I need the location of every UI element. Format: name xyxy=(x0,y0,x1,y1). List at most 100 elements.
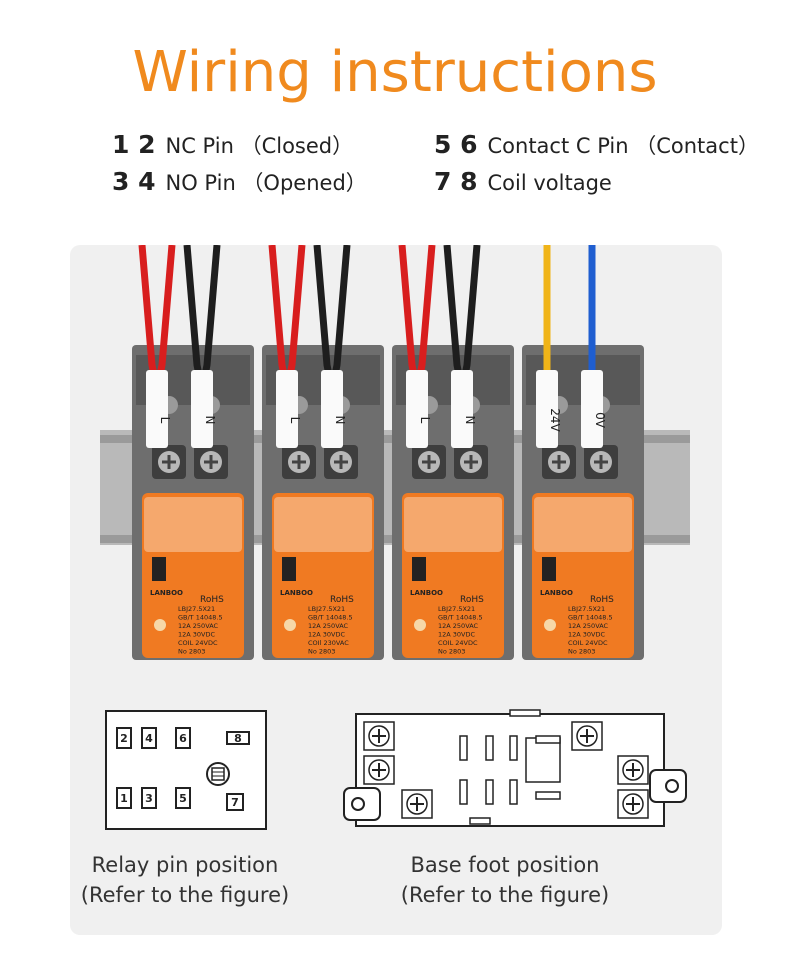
relay-spec-text: COIL 24VDC xyxy=(438,639,478,647)
relay-pin-number: 3 xyxy=(145,792,153,805)
wire-label: L xyxy=(288,417,302,424)
legend-nc-pin: 1 2 NC Pin （Closed） xyxy=(112,130,353,160)
relay-spec-text: 12A 250VAC xyxy=(568,622,609,630)
legend-label: NC Pin （Closed） xyxy=(165,134,354,158)
wire-label: N xyxy=(203,416,217,425)
relay-spec-text: COIL 24VDC xyxy=(568,639,608,647)
legend-pin-numbers: 1 2 xyxy=(112,130,156,159)
legend-label: Coil voltage xyxy=(487,171,612,195)
pin-slot xyxy=(535,791,561,800)
base-terminal xyxy=(363,721,395,751)
pin-slot xyxy=(485,779,494,805)
relay-spec-text: LBJ27.5X21 xyxy=(568,605,605,613)
relay-pin xyxy=(141,727,157,749)
relay-spec-text: GB/T 14048.5 xyxy=(308,614,353,622)
relay-spec-text: 12A 30VDC xyxy=(178,631,216,639)
relay-clear-cover xyxy=(144,497,242,552)
relay-spec-text: GB/T 14048.5 xyxy=(438,614,483,622)
relay-pin-caption: Relay pin position (Refer to the figure) xyxy=(70,850,300,910)
pin-slot xyxy=(509,779,518,805)
rohs-text: RoHS xyxy=(330,595,354,605)
wire-label: N xyxy=(463,416,477,425)
relay-spec-text: 12A 30VDC xyxy=(438,631,476,639)
brand-text: LANBOO xyxy=(410,589,443,597)
relay-spec-text: 12A 30VDC xyxy=(308,631,346,639)
wire-label: N xyxy=(333,416,347,425)
wire-pair xyxy=(536,245,603,448)
caption-line: (Refer to the figure) xyxy=(400,883,610,907)
mounting-tab-left xyxy=(343,787,381,821)
coil-symbol xyxy=(206,762,230,786)
wire-sleeve xyxy=(146,370,168,448)
relay-spec-text: 12A 250VAC xyxy=(308,622,349,630)
relay-spec-text: COIL 24VDC xyxy=(178,639,218,647)
relay-pin-number: 5 xyxy=(179,792,187,805)
relay-spec-text: LBJ27.5X21 xyxy=(178,605,215,613)
relay-pin-number: 1 xyxy=(120,792,128,805)
relay-spec-text: No 2803 xyxy=(438,648,465,656)
pin-slot xyxy=(459,735,468,761)
legend-pin-numbers: 3 4 xyxy=(112,167,156,196)
relay-clear-cover xyxy=(274,497,372,552)
wire-sleeve xyxy=(191,370,213,448)
relay-pin xyxy=(175,787,191,809)
base-foot-diagram xyxy=(343,709,687,827)
pin-slot xyxy=(459,779,468,805)
relay-spec-text: LBJ27.5X21 xyxy=(438,605,475,613)
brand-logo xyxy=(412,557,426,581)
wire-label: L xyxy=(418,417,432,424)
base-terminal xyxy=(617,789,649,819)
legend-label: NO Pin （Opened） xyxy=(165,171,367,195)
brand-text: LANBOO xyxy=(150,589,183,597)
relay-spec-text: COIl 230VAC xyxy=(308,639,349,647)
wire-sleeve xyxy=(536,370,558,448)
relay-spec-text: No 2803 xyxy=(178,648,205,656)
wire-sleeve xyxy=(451,370,473,448)
wire-pair xyxy=(398,245,481,448)
relay-pin-number: 8 xyxy=(234,732,242,745)
wire-label: L xyxy=(158,417,172,424)
mounting-tab-right xyxy=(649,769,687,803)
wire-label: 24V xyxy=(548,408,562,432)
rohs-text: RoHS xyxy=(200,595,224,605)
indicator-led xyxy=(544,619,556,631)
relay-spec-text: GB/T 14048.5 xyxy=(178,614,223,622)
relay-pin-number: 2 xyxy=(120,732,128,745)
relay-spec-text: No 2803 xyxy=(308,648,335,656)
pin-slot xyxy=(535,735,561,744)
base-foot-caption: Base foot position (Refer to the figure) xyxy=(380,850,630,910)
relay-pin xyxy=(175,727,191,749)
wire-pair xyxy=(138,245,221,448)
base-terminal xyxy=(363,755,395,785)
base-terminal xyxy=(571,721,603,751)
relay-spec-text: GB/T 14048.5 xyxy=(568,614,613,622)
relay-clear-cover xyxy=(404,497,502,552)
wire-sleeve xyxy=(321,370,343,448)
wire-pair xyxy=(268,245,351,448)
indicator-led xyxy=(154,619,166,631)
wire-label: 0V xyxy=(593,412,607,429)
wire-sleeve xyxy=(406,370,428,448)
relay-pin-number: 7 xyxy=(231,796,239,809)
relay-spec-text: 12A 30VDC xyxy=(568,631,606,639)
relay-pin xyxy=(226,731,250,745)
pin-slot xyxy=(485,735,494,761)
relay-pin xyxy=(116,727,132,749)
brand-text: LANBOO xyxy=(280,589,313,597)
caption-line: Relay pin position xyxy=(91,853,279,877)
legend-no-pin: 3 4 NO Pin （Opened） xyxy=(112,167,367,197)
caption-line: Base foot position xyxy=(410,853,600,877)
relay-spec-text: LBJ27.5X21 xyxy=(308,605,345,613)
relay-spec-text: No 2803 xyxy=(568,648,595,656)
pin-slot xyxy=(509,735,518,761)
rohs-text: RoHS xyxy=(460,595,484,605)
indicator-led xyxy=(284,619,296,631)
legend-label: Contact C Pin （Contact） xyxy=(487,134,759,158)
indicator-led xyxy=(414,619,426,631)
relay-pin-number: 4 xyxy=(145,732,153,745)
legend-pin-numbers: 7 8 xyxy=(434,167,478,196)
brand-text: LANBOO xyxy=(540,589,573,597)
